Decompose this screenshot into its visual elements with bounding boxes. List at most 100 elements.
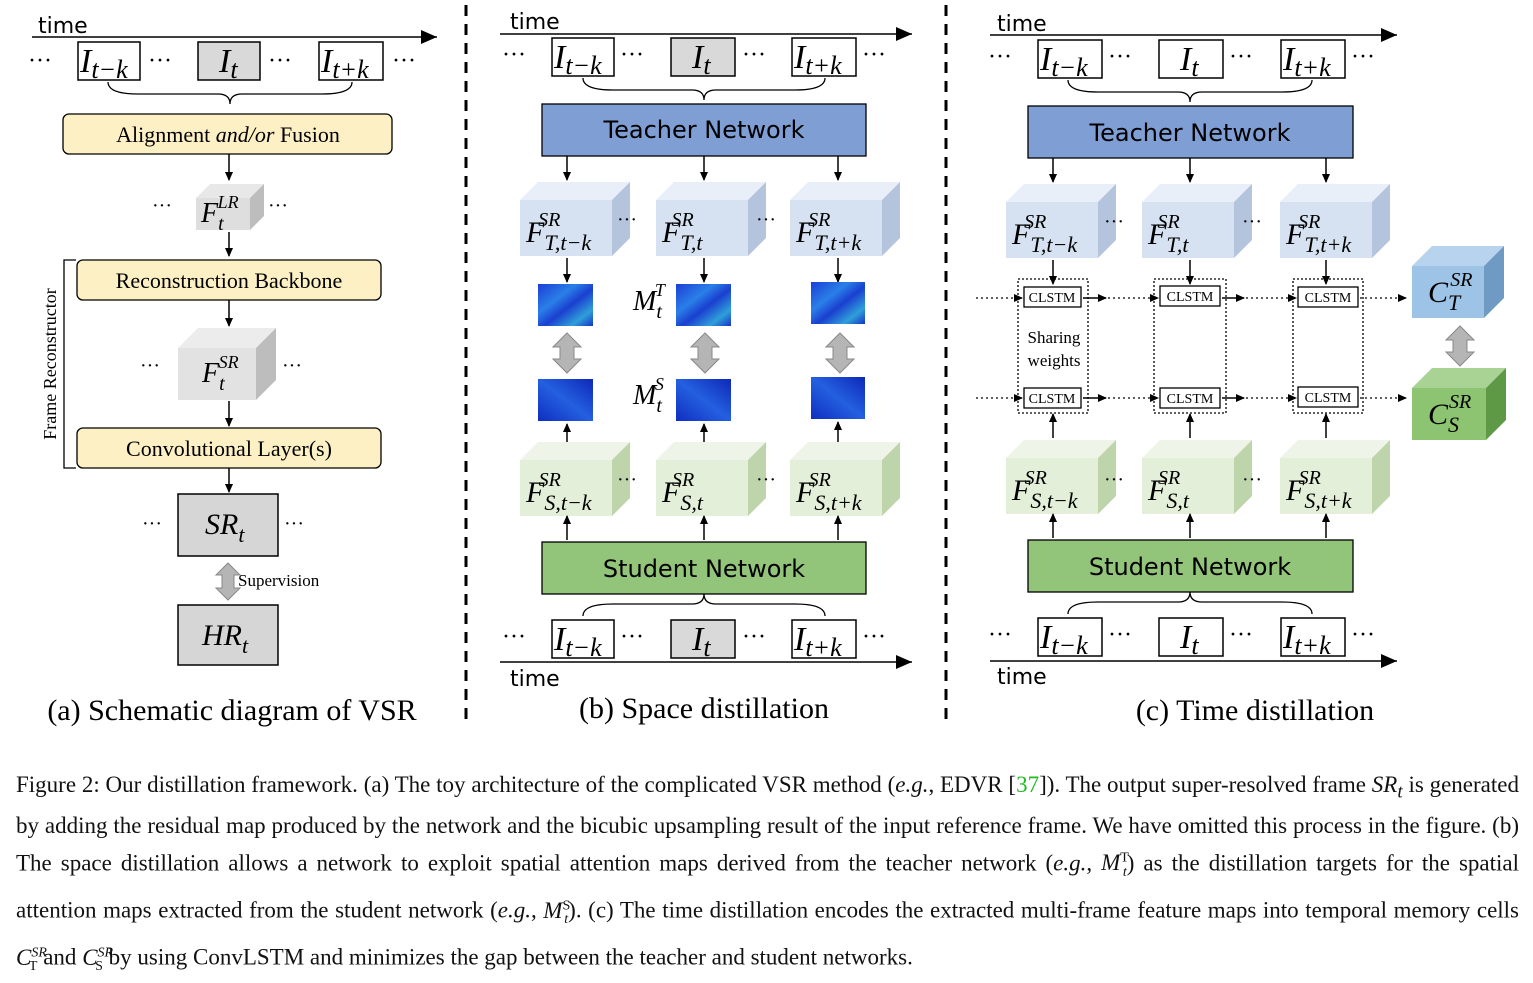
time-label: time — [997, 12, 1047, 37]
ellipsis: ··· — [988, 44, 1012, 70]
frame-cur-box — [1158, 39, 1224, 79]
frame-cur-box — [670, 619, 736, 659]
ellipsis: ··· — [142, 513, 162, 535]
ellipsis: ··· — [152, 195, 172, 217]
ellipsis: ··· — [742, 42, 766, 68]
time-label: time — [38, 14, 88, 39]
teacher-feature-cube-label: FT,tSR — [1147, 211, 1189, 257]
ellipsis: ··· — [620, 42, 644, 68]
clstm-box — [1297, 386, 1359, 408]
frame-prev-box — [1037, 39, 1103, 79]
student-feature-cube-label: FS,t−kSR — [1011, 467, 1079, 513]
clstm-box — [1159, 387, 1221, 409]
teacher-network-box — [1027, 105, 1354, 159]
caption-text: e.g. — [497, 897, 531, 923]
brace — [1067, 79, 1313, 103]
ellipsis: ··· — [1229, 44, 1253, 70]
cs-cube — [1412, 368, 1506, 440]
ellipsis: ··· — [1104, 469, 1124, 491]
figure-caption: Figure 2: Our distillation framework. (a… — [16, 772, 1520, 975]
caption-text: Figure 2: Our distillation framework. (a… — [16, 772, 896, 797]
panel-b: time ··· It−k ··· It ··· It+k ··· Teache… — [500, 10, 912, 725]
caption-math: MSt — [543, 897, 571, 928]
citation-link[interactable]: 37 — [1016, 772, 1040, 797]
caption-text: e.g. — [1053, 850, 1087, 876]
ellipsis: ··· — [617, 209, 637, 231]
f-lr-cube — [196, 184, 264, 230]
clstm-box — [1023, 387, 1082, 409]
time-label: time — [997, 665, 1047, 690]
ellipsis: ··· — [284, 513, 304, 535]
caption-math: CSRT — [16, 944, 47, 975]
frame-next-box — [1280, 39, 1346, 79]
teacher-feature-cube: FT,t+kSR — [790, 182, 900, 256]
ellipsis: ··· — [862, 42, 886, 68]
student-feature-cube: FS,tSR — [656, 442, 766, 516]
student-network-label: Student Network — [1089, 553, 1291, 581]
clstm-box — [1023, 286, 1082, 308]
sharing-weights-label: weights — [1028, 351, 1081, 370]
student-network-label: Student Network — [603, 555, 805, 583]
brace — [582, 77, 826, 101]
student-attention-map — [538, 379, 593, 421]
ellipsis: ··· — [1229, 622, 1253, 648]
reconstruction-backbone-label: Reconstruction Backbone — [116, 268, 343, 293]
ct-cube — [1412, 246, 1504, 318]
student-feature-cube: FS,t+kSR — [790, 442, 900, 516]
student-network-box — [541, 541, 867, 595]
distill-double-arrow — [1444, 325, 1476, 367]
frame-next-box — [1280, 617, 1346, 657]
ellipsis: ··· — [1104, 211, 1124, 233]
caption-text: ) as the distillation targets for the sp… — [16, 850, 1519, 923]
ellipsis: ··· — [392, 48, 416, 74]
distill-double-arrow — [551, 332, 856, 374]
caption-text: ]). The output super-resolved frame — [1039, 772, 1372, 797]
panel-c-caption: (c) Time distillation — [1136, 694, 1374, 727]
supervision-label: Supervision — [238, 571, 320, 590]
caption-text: e.g. — [895, 772, 929, 797]
caption-text: and — [37, 944, 83, 970]
ellipsis: ··· — [742, 624, 766, 650]
teacher-network-box — [541, 103, 867, 157]
caption-text: , EDVR [ — [928, 772, 1017, 797]
clstm-label: CLSTM — [1029, 291, 1076, 306]
time-label: time — [510, 10, 560, 35]
teacher-network-label: Teacher Network — [1089, 119, 1291, 147]
panel-a-caption: (a) Schematic diagram of VSR — [47, 694, 416, 727]
frame-cur-box — [1158, 617, 1224, 657]
time-label: time — [510, 667, 560, 692]
caption-text: is generated by adding the residual map … — [16, 772, 1519, 876]
brace — [1067, 591, 1313, 615]
ellipsis: ··· — [1108, 622, 1132, 648]
teacher-attention-map — [676, 284, 731, 326]
frame-next-box — [791, 37, 857, 77]
caption-math: CSRS — [82, 944, 114, 975]
ellipsis: ··· — [617, 469, 637, 491]
frame-prev-box — [551, 37, 615, 77]
sr-label: SRt — [205, 508, 245, 547]
clstm-container — [1292, 278, 1364, 414]
clstm-box — [1297, 286, 1359, 308]
ellipsis: ··· — [1242, 469, 1262, 491]
ellipsis: ··· — [1351, 622, 1375, 648]
f-sr-cube — [178, 328, 276, 400]
frame-next-box — [791, 619, 857, 659]
ellipsis: ··· — [502, 624, 526, 650]
student-attention-map — [811, 377, 865, 419]
student-feature-cube: FS,t−kSR — [520, 442, 630, 516]
ellipsis: ··· — [140, 355, 160, 377]
student-network-box — [1027, 539, 1354, 593]
conv-layers-label: Convolutional Layer(s) — [126, 436, 332, 461]
sharing-weights-label: Sharing — [1028, 328, 1081, 347]
frame-next-box — [318, 41, 384, 81]
ellipsis: ··· — [148, 48, 172, 74]
frame-prev-box — [77, 41, 141, 81]
student-feature-cube-label: FS,t+kSR — [1285, 467, 1353, 513]
clstm-label: CLSTM — [1167, 290, 1214, 305]
hr-label: HRt — [201, 619, 249, 658]
teacher-feature-cube: FT,tSR — [656, 182, 766, 256]
caption-math: SRt — [1371, 772, 1403, 803]
frame-cur-box — [197, 41, 261, 81]
ellipsis: ··· — [268, 195, 288, 217]
frame-reconstructor-label: Frame Reconstructor — [40, 288, 60, 439]
